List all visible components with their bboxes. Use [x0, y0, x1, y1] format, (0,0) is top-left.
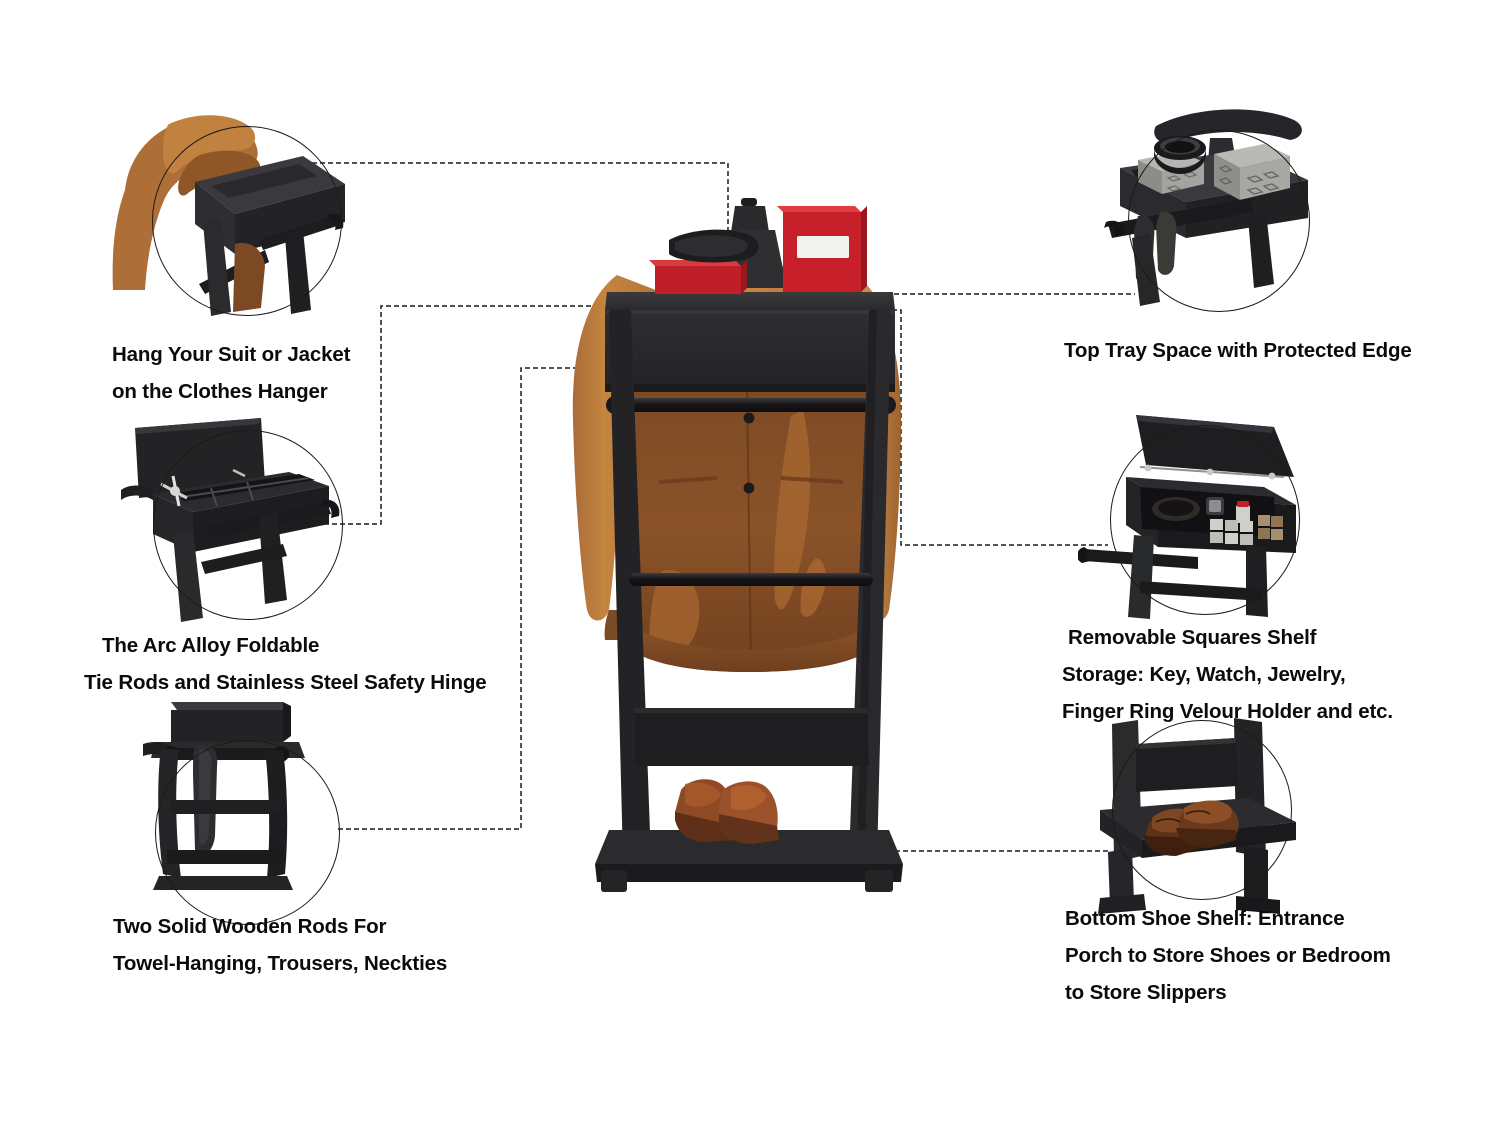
caption-line: Tie Rods and Stainless Steel Safety Hing…: [84, 671, 487, 694]
callout-wooden-rods-image: [143, 702, 340, 925]
callout-circle-outline: [1112, 720, 1292, 900]
callout-squares-shelf-image: [1078, 415, 1300, 619]
red-book-with-label: [777, 206, 867, 292]
caption-line: The Arc Alloy Foldable: [102, 634, 320, 657]
caption-line: Bottom Shoe Shelf: Entrance: [1065, 907, 1345, 930]
caption-hang-suit: Hang Your Suit or Jacket on the Clothes …: [112, 336, 350, 410]
caption-squares-shelf: Removable Squares Shelf Storage: Key, Wa…: [1062, 619, 1393, 730]
caption-line: Storage: Key, Watch, Jewelry,: [1062, 663, 1346, 686]
callout-circle-outline: [155, 740, 340, 925]
red-box: [649, 260, 747, 294]
callout-circle-outline: [1110, 425, 1300, 615]
tray-items: [649, 206, 867, 294]
callout-top-tray-image: [1104, 109, 1310, 312]
caption-line: Porch to Store Shoes or Bedroom: [1065, 944, 1391, 967]
caption-line: Finger Ring Velour Holder and etc.: [1062, 700, 1393, 723]
caption-line: Hang Your Suit or Jacket: [112, 343, 351, 366]
caption-line: to Store Slippers: [1065, 981, 1227, 1004]
caption-line: Towel-Hanging, Trousers, Neckties: [113, 952, 448, 975]
callout-shoe-shelf-image: [1098, 718, 1296, 914]
callout-circle-outline: [1128, 130, 1310, 312]
caption-shoe-shelf: Bottom Shoe Shelf: Entrance Porch to Sto…: [1065, 900, 1391, 1011]
callout-circle-outline: [153, 430, 343, 620]
brown-dress-shoes-pair: [675, 779, 779, 844]
black-wallet: [669, 229, 759, 263]
caption-line: Removable Squares Shelf: [1068, 626, 1317, 649]
callout-hang-suit-image: [112, 115, 345, 316]
valet-stand-frame: [595, 198, 903, 892]
caption-line: Top Tray Space with Protected Edge: [1064, 339, 1412, 362]
caption-top-tray: Top Tray Space with Protected Edge: [1064, 332, 1412, 369]
callout-circle-outline: [152, 126, 342, 316]
hero-product-image: [565, 170, 935, 910]
callout-arc-alloy-image: [121, 418, 343, 622]
caption-line: Two Solid Wooden Rods For: [113, 915, 387, 938]
caption-wooden-rods: Two Solid Wooden Rods For Towel-Hanging,…: [113, 908, 447, 982]
caption-line: on the Clothes Hanger: [112, 380, 328, 403]
caption-arc-alloy: The Arc Alloy Foldable Tie Rods and Stai…: [84, 627, 487, 701]
